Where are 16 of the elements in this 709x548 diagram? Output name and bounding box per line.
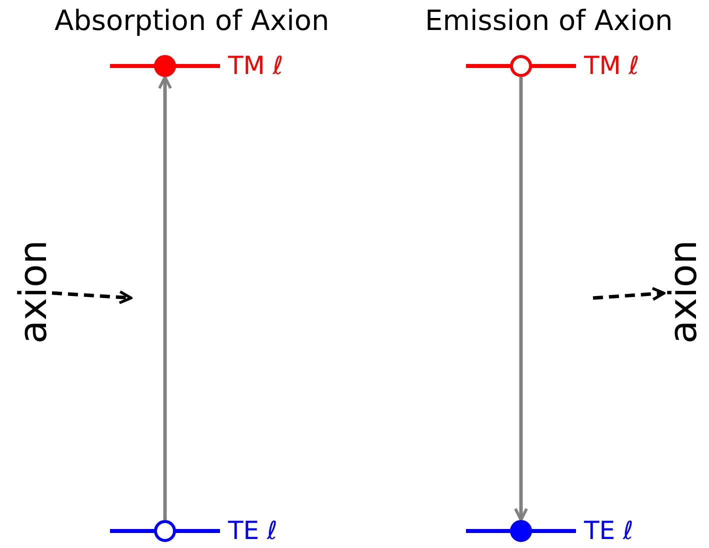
- dashed-arrow: [52, 290, 132, 304]
- level-label: TE ℓ: [228, 518, 278, 543]
- level-label: TE ℓ: [584, 518, 634, 543]
- level-label: TM ℓ: [228, 53, 284, 78]
- panel-title: Emission of Axion: [425, 4, 673, 36]
- axion-label: axion: [664, 240, 702, 344]
- energy-level-drawing: [110, 55, 220, 77]
- energy-level-drawing: [110, 520, 220, 542]
- energy-level-drawing: [466, 520, 576, 542]
- energy-level-drawing: [466, 55, 576, 77]
- axion-label: axion: [14, 240, 52, 344]
- panel-title: Absorption of Axion: [54, 4, 330, 36]
- dashed-arrow: [592, 286, 666, 301]
- transition-arrow: [514, 77, 528, 522]
- transition-arrow: [158, 76, 172, 520]
- level-label: TM ℓ: [584, 53, 640, 78]
